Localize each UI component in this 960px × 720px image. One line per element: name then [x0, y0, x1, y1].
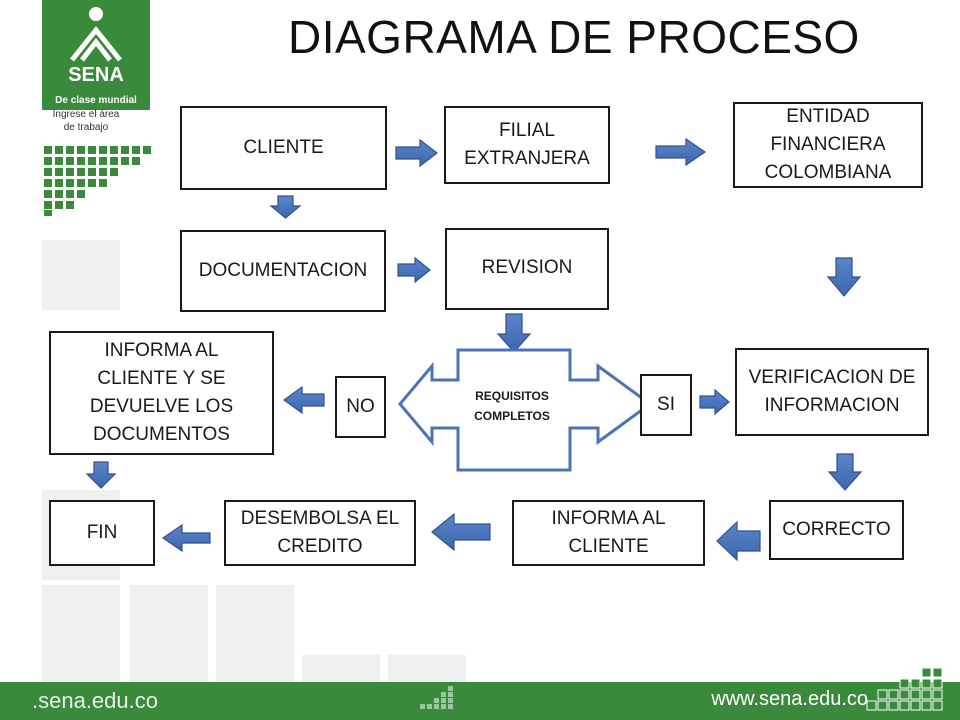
arrow-right-icon: [397, 256, 431, 284]
arrow-left-icon: [431, 512, 491, 552]
arrow-left-icon: [716, 520, 761, 562]
logo-tagline: De clase mundial: [55, 95, 137, 106]
requisitos-decision-shape: [398, 348, 653, 472]
node-si: SI: [640, 374, 692, 436]
footer-url[interactable]: www.sena.edu.co: [711, 688, 868, 710]
node-documentacion: DOCUMENTACION: [180, 230, 386, 312]
node-entidad-financiera: ENTIDAD FINANCIERA COLOMBIANA: [733, 102, 923, 188]
node-no: NO: [335, 376, 386, 438]
node-revision: REVISION: [445, 228, 609, 310]
arrow-down-icon: [826, 257, 862, 297]
node-filial-extranjera: FILIAL EXTRANJERA: [444, 106, 610, 184]
node-fin: FIN: [49, 500, 155, 566]
footer-corner-pixel-icon: [866, 668, 943, 711]
work-area-label: Ingrese el área de trabajo: [52, 109, 120, 133]
background-tile: [42, 585, 120, 665]
arrow-down-icon: [85, 461, 117, 489]
node-informa-devuelve: INFORMA AL CLIENTE Y SE DEVUELVE LOS DOC…: [49, 331, 274, 455]
footer-url-faded: .sena.edu.co: [32, 688, 158, 713]
background-tile: [388, 655, 466, 682]
arrow-left-icon: [282, 385, 325, 415]
background-tile: [216, 585, 294, 665]
background-tile: [42, 655, 120, 682]
page-title: DIAGRAMA DE PROCESO: [288, 11, 860, 63]
node-correcto: CORRECTO: [769, 500, 904, 560]
node-desembolsa: DESEMBOLSA EL CREDITO: [224, 500, 416, 566]
sena-logo: SENA De clase mundial: [42, 0, 150, 110]
logo-text: SENA: [68, 64, 124, 86]
node-cliente: CLIENTE: [180, 106, 387, 190]
arrow-down-icon: [827, 453, 863, 491]
arrow-right-icon: [395, 138, 438, 168]
background-tile: [130, 585, 208, 665]
node-verificacion: VERIFICACION DE INFORMACION: [735, 348, 929, 436]
node-informa-cliente: INFORMA AL CLIENTE: [512, 500, 705, 566]
arrow-down-icon: [269, 195, 302, 219]
pixel-grid-decoration: [44, 146, 151, 216]
arrow-right-icon: [655, 137, 707, 167]
arrow-down-icon: [496, 313, 532, 353]
background-tile: [216, 655, 294, 682]
arrow-left-icon: [161, 523, 211, 553]
sena-emblem-icon: [70, 7, 122, 62]
arrow-right-icon: [699, 388, 730, 416]
footer-pixel-decoration: [420, 686, 453, 709]
background-tile: [302, 655, 380, 682]
background-tile: [42, 240, 120, 310]
background-tile: [130, 655, 208, 682]
footer-bar: [0, 682, 960, 720]
requisitos-label: REQUISITOS COMPLETOS: [474, 389, 550, 423]
